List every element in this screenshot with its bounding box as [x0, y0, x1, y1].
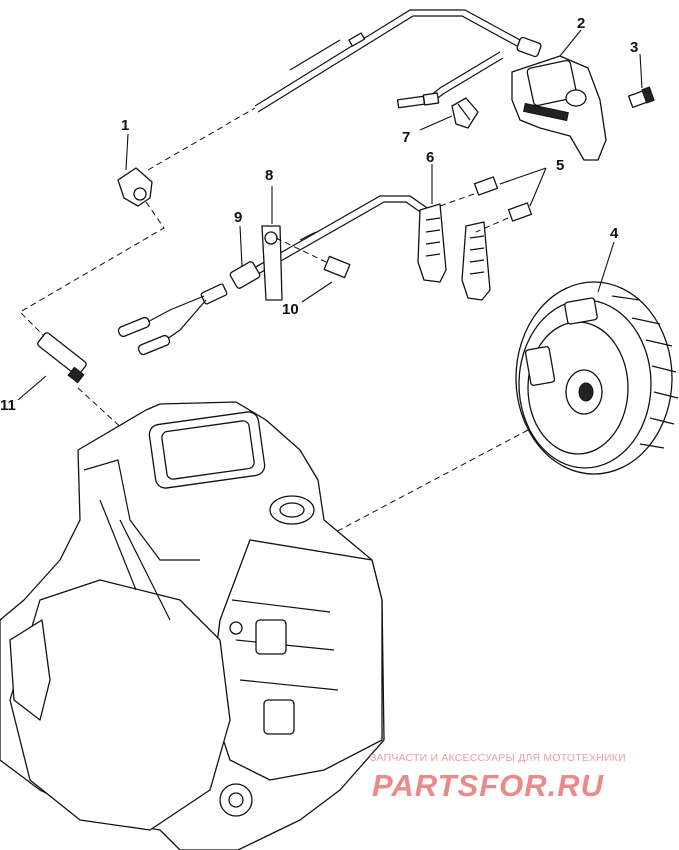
- engine-block: [0, 401, 385, 850]
- spark-plug-boot: [19, 107, 256, 339]
- callout-leaders: [17, 29, 643, 401]
- callout-10: 10: [282, 301, 299, 318]
- callout-11: 11: [0, 397, 16, 414]
- flywheel: [329, 281, 679, 536]
- stop-switch-harness: [117, 195, 431, 356]
- callout-1: 1: [121, 117, 129, 134]
- spark-plug: [37, 332, 127, 433]
- watermark-logo: PARTSFOR.RU: [372, 768, 605, 803]
- pulser-coil-right: [461, 221, 491, 301]
- callout-7: 7: [402, 129, 410, 146]
- ignition-coil: [511, 36, 607, 161]
- callout-2: 2: [577, 15, 585, 32]
- pulser-coil-left: [417, 203, 447, 283]
- callout-6: 6: [426, 149, 434, 166]
- coil-bolt: [627, 86, 655, 109]
- callout-3: 3: [630, 39, 638, 56]
- callout-4: 4: [610, 225, 619, 242]
- ignition-cable: [254, 9, 521, 113]
- callout-8: 8: [265, 167, 273, 184]
- watermark-tagline: ЗАПЧАСТИ И АКСЕССУАРЫ ДЛЯ МОТОТЕХНИКИ: [370, 752, 626, 764]
- callout-5: 5: [556, 157, 564, 174]
- terminal-bolt: [275, 237, 351, 279]
- ground-terminal: [261, 225, 283, 301]
- pulser-bolts: [439, 176, 533, 233]
- spark-plug-cap: [451, 97, 479, 129]
- callout-9: 9: [234, 209, 242, 226]
